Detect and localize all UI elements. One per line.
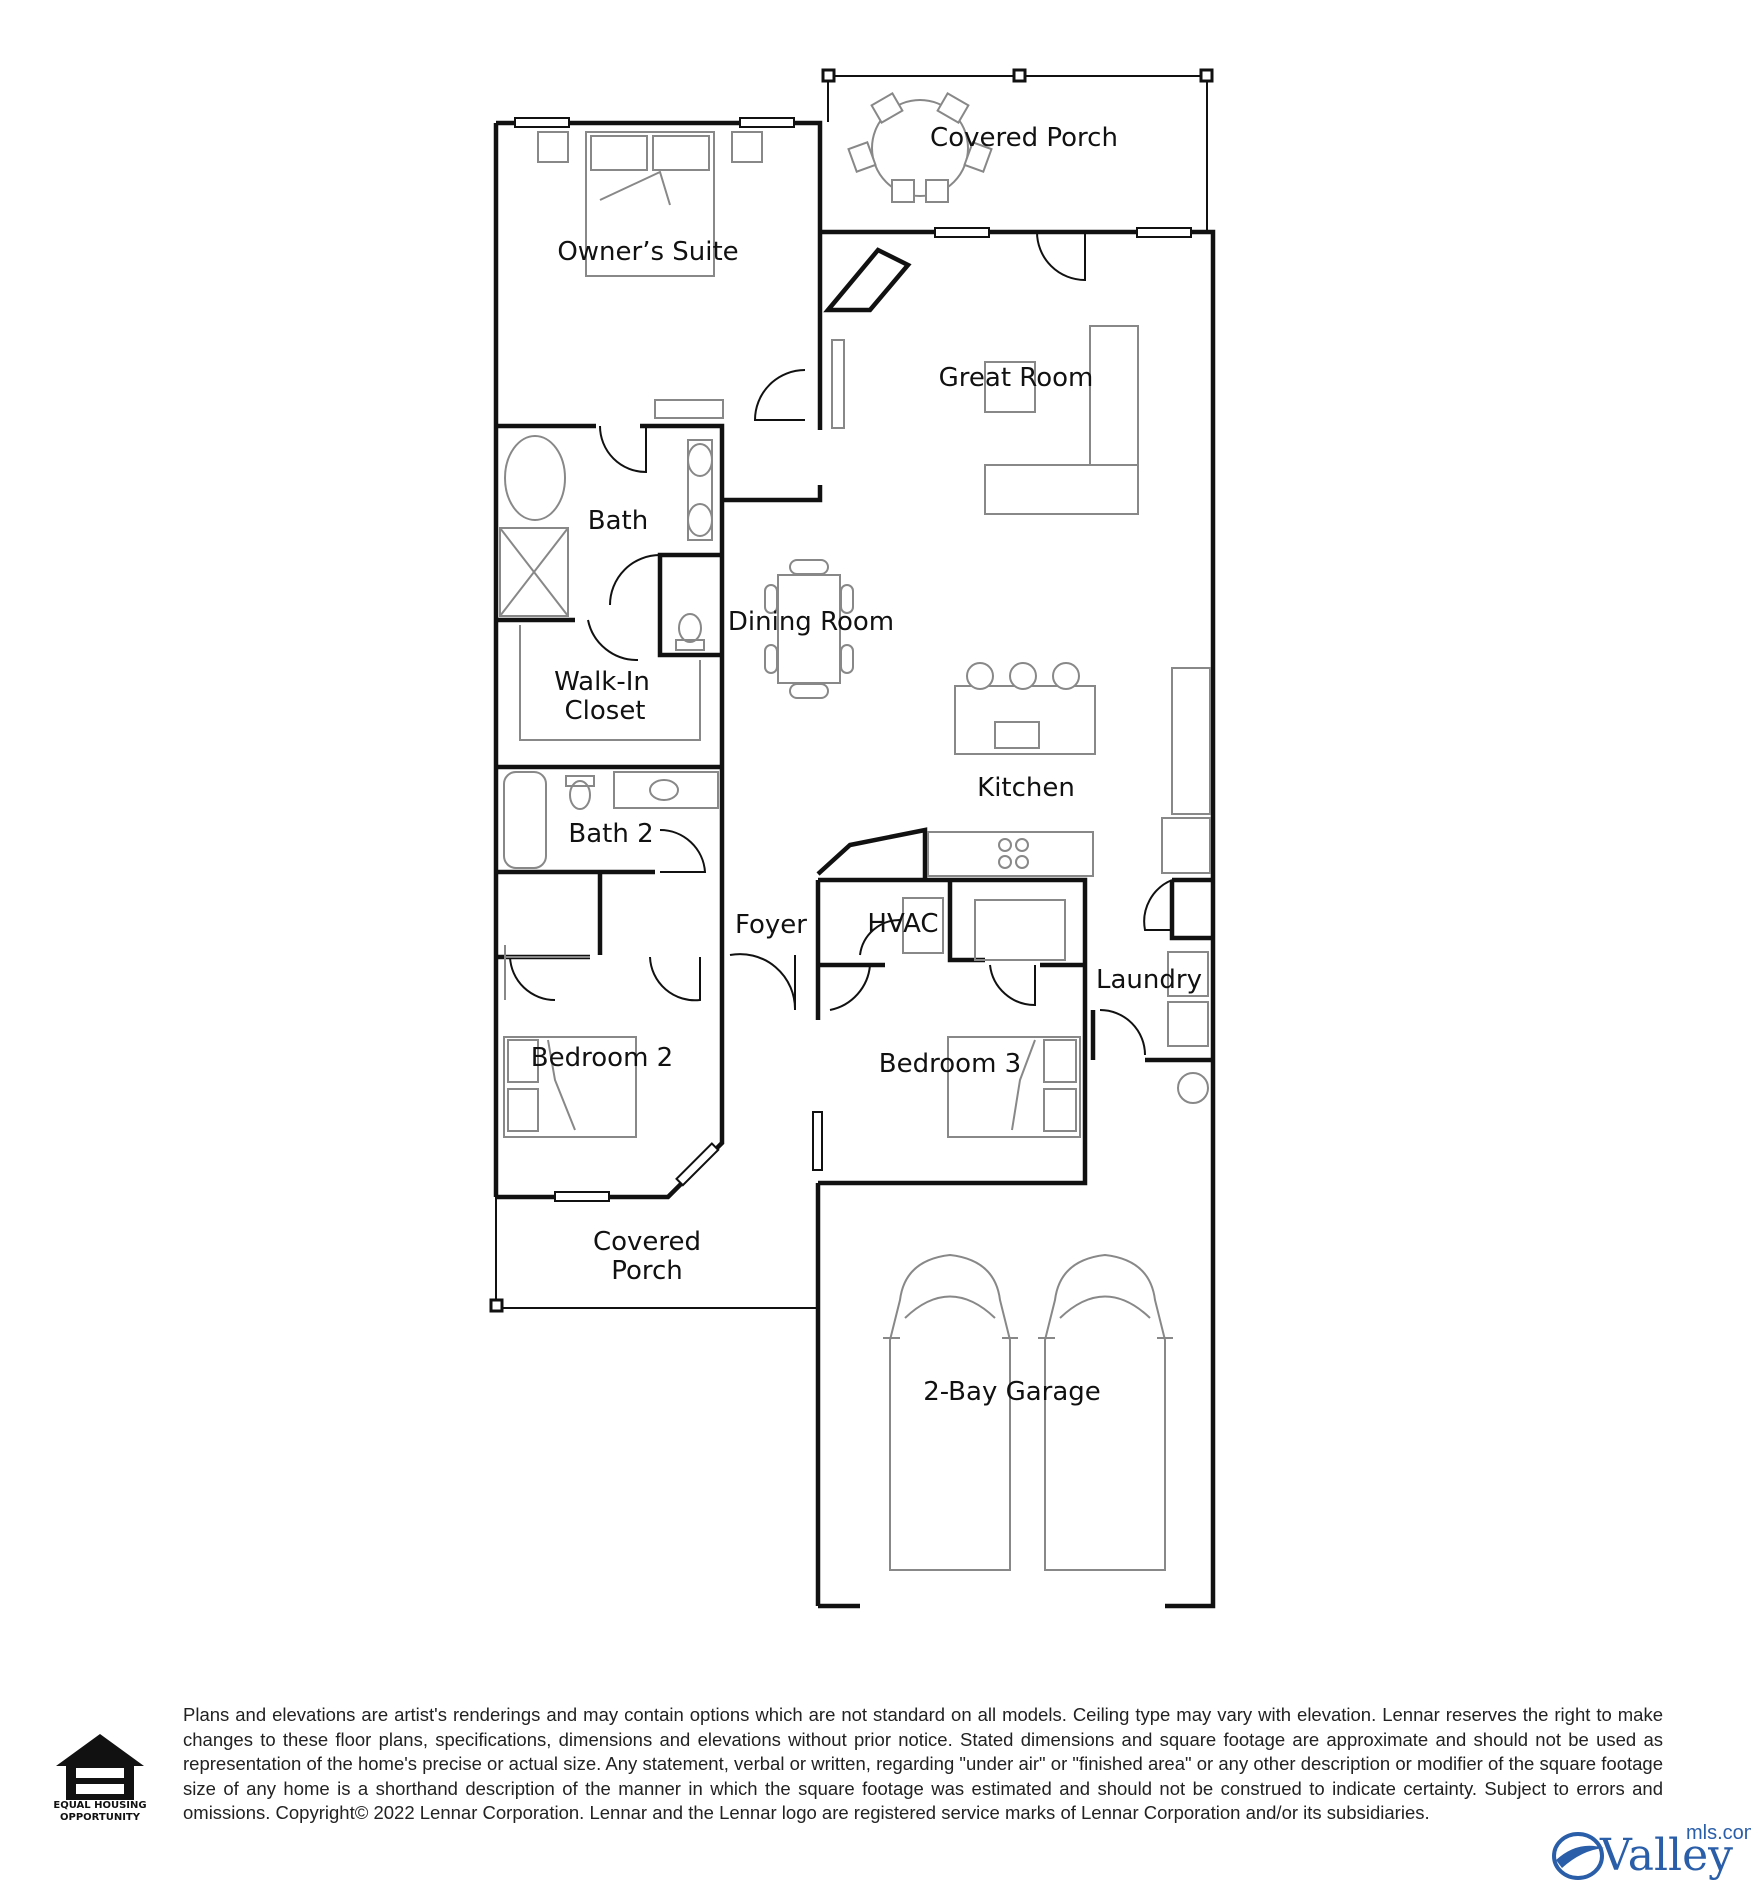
kitchen-island-icon bbox=[927, 662, 1211, 877]
bath-fixtures-icon bbox=[499, 435, 713, 651]
window bbox=[554, 1191, 610, 1202]
porch-post bbox=[1199, 68, 1214, 83]
room-label-great-room: Great Room bbox=[939, 363, 1094, 393]
equal-housing-line-2: OPPORTUNITY bbox=[59, 1812, 140, 1823]
room-label-bedroom-2: Bedroom 2 bbox=[531, 1043, 673, 1073]
room-label-bedroom-3: Bedroom 3 bbox=[879, 1049, 1021, 1079]
window bbox=[675, 1142, 720, 1187]
room-label-dining-room: Dining Room bbox=[728, 607, 894, 637]
valley-swoosh-icon bbox=[1552, 1832, 1604, 1880]
patio-table-icon bbox=[847, 91, 993, 203]
room-label-walk-in-closet: Closet bbox=[564, 696, 645, 726]
room-label-owners-suite: Owner’s Suite bbox=[557, 237, 738, 267]
room-label-covered-porch-front: Covered bbox=[593, 1227, 701, 1257]
porch-post bbox=[1012, 68, 1027, 83]
laundry-appliances-icon bbox=[1167, 951, 1209, 1104]
equal-housing-line-1: EQUAL HOUSING bbox=[53, 1800, 147, 1811]
room-label-bath: Bath bbox=[588, 506, 648, 536]
interior-walls bbox=[496, 247, 1213, 1186]
room-label-foyer: Foyer bbox=[735, 910, 807, 940]
front-porch bbox=[489, 1197, 818, 1313]
room-label-covered-porch-rear: Covered Porch bbox=[930, 123, 1118, 153]
equal-housing-icon bbox=[56, 1734, 144, 1800]
window bbox=[514, 117, 570, 128]
room-label-kitchen: Kitchen bbox=[977, 773, 1075, 803]
exterior-walls bbox=[493, 120, 1216, 1609]
rear-porch bbox=[821, 68, 1214, 232]
owners-bed-icon bbox=[537, 131, 763, 419]
window bbox=[739, 117, 795, 128]
porch-post bbox=[489, 1298, 504, 1313]
valley-logo-suffix: mls.com bbox=[1686, 1822, 1751, 1844]
room-label-covered-porch-front: Porch bbox=[611, 1256, 683, 1286]
room-label-walk-in-closet: Walk-In bbox=[554, 667, 650, 697]
bedroom3-bed-icon bbox=[947, 899, 1081, 1138]
window bbox=[812, 1111, 823, 1171]
valley-logo-name: Valley bbox=[1600, 1830, 1734, 1881]
room-label-hvac: HVAC bbox=[867, 909, 938, 939]
floor-plan: Covered Porch Owner’s Suite Great Room B… bbox=[489, 68, 1216, 1609]
doors bbox=[509, 231, 1173, 1056]
disclaimer-text: Plans and elevations are artist's render… bbox=[183, 1704, 1663, 1823]
window bbox=[934, 227, 990, 238]
porch-post bbox=[821, 68, 836, 83]
room-label-bath-2: Bath 2 bbox=[568, 819, 653, 849]
window bbox=[1136, 227, 1192, 238]
garage-cars-icon bbox=[883, 1253, 1173, 1571]
equal-housing-text: EQUAL HOUSING OPPORTUNITY bbox=[40, 1800, 160, 1824]
room-label-laundry: Laundry bbox=[1096, 965, 1202, 995]
bath2-fixtures-icon bbox=[503, 771, 719, 869]
dining-table-icon bbox=[764, 559, 854, 699]
closet-shelf bbox=[519, 625, 701, 741]
hvac-unit-icon bbox=[902, 897, 944, 954]
sectional-sofa-icon bbox=[831, 325, 1139, 515]
bedroom2-bed-icon bbox=[503, 945, 637, 1138]
room-label-garage: 2-Bay Garage bbox=[923, 1377, 1101, 1407]
